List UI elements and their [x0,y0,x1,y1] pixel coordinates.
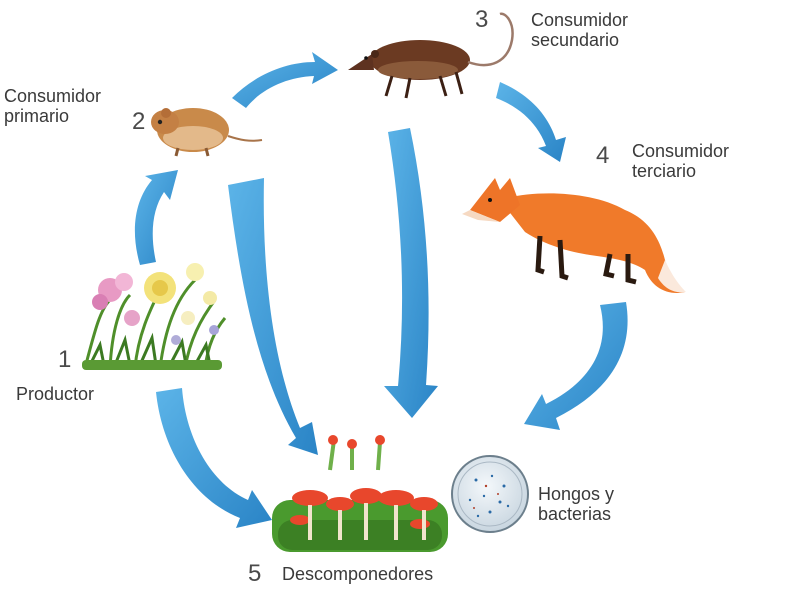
label-decomposers-text: Descomponedores [282,564,434,584]
number-producer: 1 [58,346,72,373]
label-secondary-line2: secundario [531,30,620,51]
label-primary-line2: primario [4,106,70,127]
number-tertiary: 4 [596,142,610,169]
arrow-producer-to-primary [134,170,178,265]
label-tertiary-line2: terciario [632,161,697,182]
number-primary: 2 [132,108,146,135]
arrow-primary-to-secondary [232,52,338,108]
tertiary-consumer-fox-illustration [462,178,686,294]
label-microbes: Hongos y bacterias [538,484,614,524]
arrow-primary-to-decomposers [228,178,318,455]
label-producer: Productor [16,384,94,404]
primary-consumer-mouse-illustration [151,108,263,157]
secondary-consumer-rodent-illustration [348,12,514,99]
label-tertiary-consumer: Consumidor terciario [632,141,729,181]
label-microbes-line2: bacterias [538,504,612,525]
label-primary-consumer: Consumidor primario [4,86,101,126]
decomposers-mushrooms-illustration [272,435,448,552]
label-microbes-line1: Hongos y [538,484,615,504]
number-secondary: 3 [475,6,489,33]
label-producer-text: Productor [16,384,95,404]
producer-plants-illustration [82,263,227,370]
arrow-secondary-to-decomposers [384,128,438,418]
label-decomposers: Descomponedores [282,564,433,584]
label-primary-line1: Consumidor [4,86,102,106]
arrow-producer-to-decomposers [156,388,272,528]
arrow-tertiary-to-decomposers [524,302,628,430]
number-decomposers: 5 [248,560,262,587]
label-secondary-consumer: Consumidor secundario [531,10,628,50]
label-secondary-line1: Consumidor [531,10,629,30]
label-tertiary-line1: Consumidor [632,141,730,161]
arrow-secondary-to-tertiary [496,82,566,162]
microbes-petri-dish-illustration [451,455,529,533]
